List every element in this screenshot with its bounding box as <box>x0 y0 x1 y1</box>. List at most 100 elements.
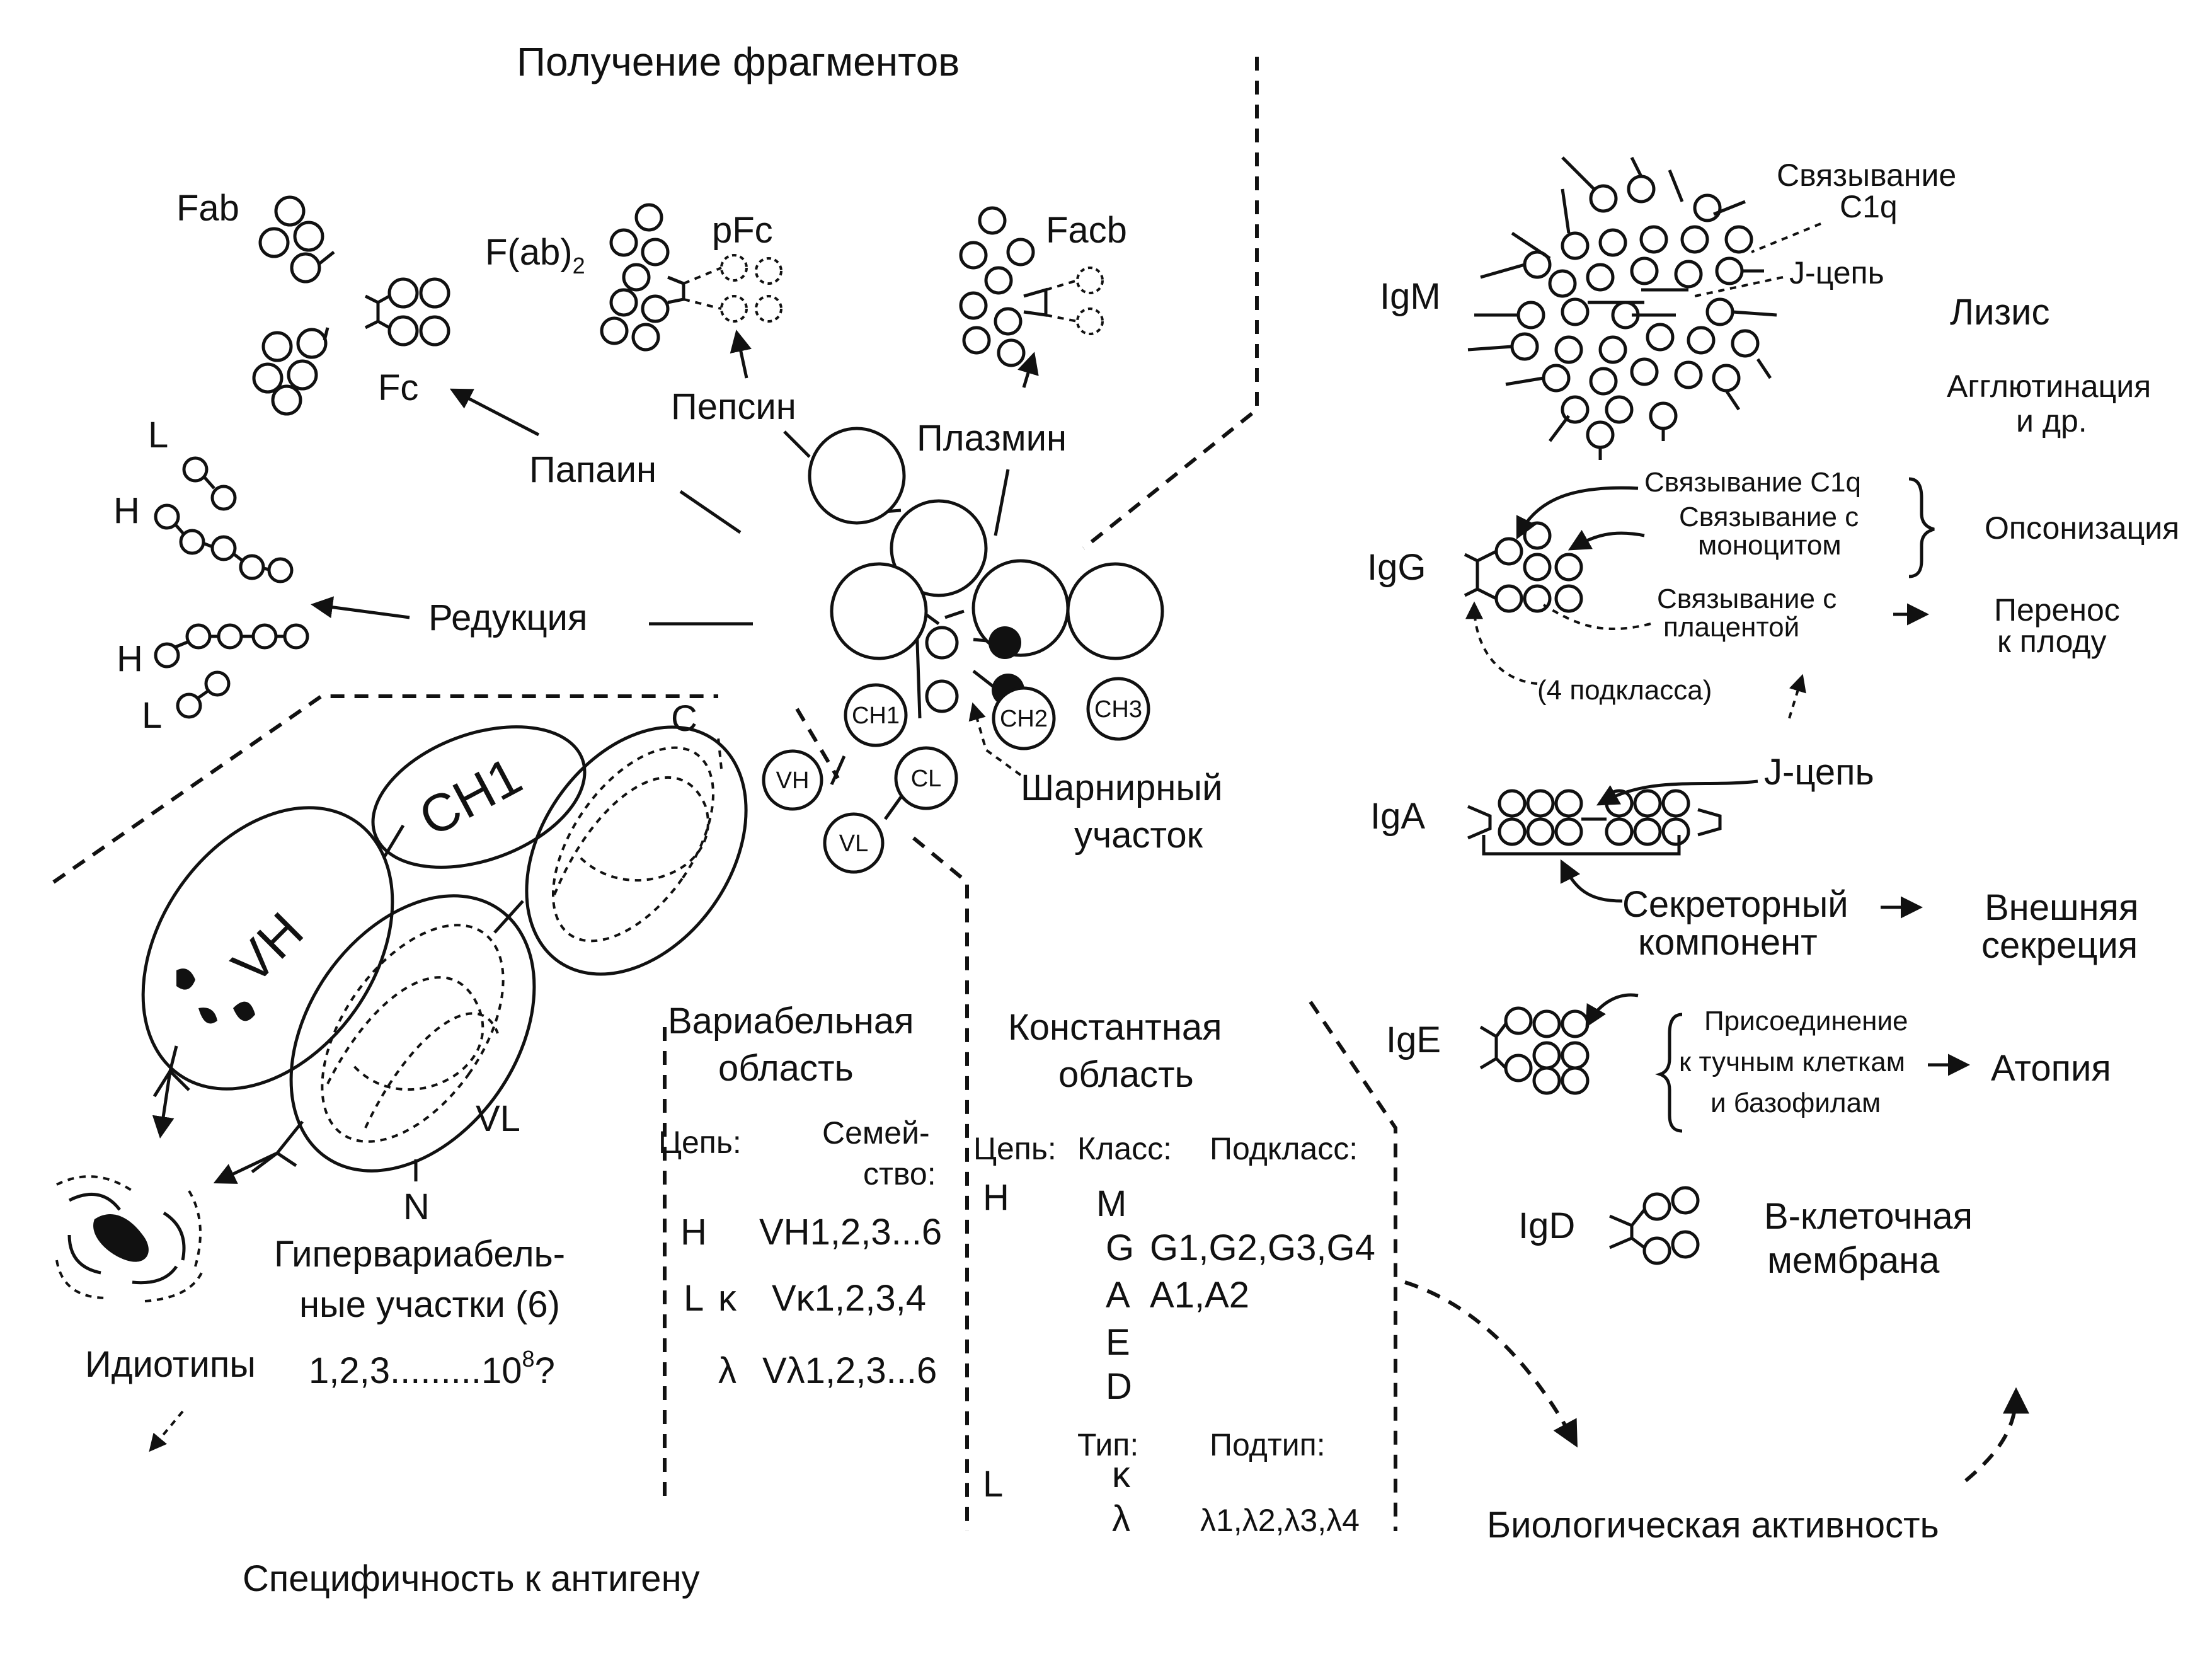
chain-l-bottom: L <box>142 695 162 736</box>
chain-h-top: H <box>113 490 140 531</box>
biological-activity-label: Биологическая активность <box>1487 1505 1939 1546</box>
igg-placenta-2: плацентой <box>1663 612 1799 643</box>
fab2-label: F(ab)2 <box>485 232 585 278</box>
const-chain-header: Цепь: <box>973 1131 1057 1166</box>
ige-attach-3: и базофилам <box>1711 1088 1881 1118</box>
closeup-ch1-label: CH1 <box>410 745 531 847</box>
const-class-a: A <box>1106 1275 1130 1316</box>
const-class-g: G <box>1106 1227 1134 1268</box>
variable-table: Вариабельная область Цепь: Семей- ство: … <box>658 1001 942 1391</box>
central-ch1 <box>844 683 908 747</box>
var-row-l-chain: L <box>684 1278 704 1319</box>
const-subclass-g: G1,G2,G3,G4 <box>1150 1227 1375 1268</box>
constant-table: Константная область Цепь: Класс: Подклас… <box>973 1007 1375 1539</box>
const-type-kappa: κ <box>1112 1454 1131 1495</box>
central-antibody: CH1 CH2 CH3 VH CL VL Шарнирный участок <box>762 427 1222 874</box>
igd-block: IgD В-клеточная мембрана <box>1518 1186 1973 1281</box>
hinge-label: Шарнирный <box>1021 767 1222 808</box>
closeup-vl-label: VL <box>476 1098 520 1139</box>
n-end-label: N <box>403 1186 430 1227</box>
const-subclass-header: Подкласс: <box>1210 1131 1358 1166</box>
ige-attach-1: Присоединение <box>1704 1006 1908 1036</box>
specificity-label: Специфичность к антигену <box>243 1558 700 1599</box>
fc-label: Fc <box>378 367 418 408</box>
igm-label: IgM <box>1380 276 1441 317</box>
igg-transfer-1: Перенос <box>1994 592 2120 628</box>
igg-placenta-1: Связывание с <box>1657 583 1837 614</box>
igd-membrane-1: В-клеточная <box>1764 1196 1973 1237</box>
chain-l-top: L <box>148 415 168 456</box>
ige-atopy: Атопия <box>1991 1048 2111 1089</box>
ige-attach-2: к тучным клеткам <box>1679 1047 1905 1077</box>
region-separators <box>52 57 1397 1531</box>
var-row-kappa-sub: κ <box>718 1278 737 1319</box>
fab-fragment: Fab <box>176 188 335 416</box>
central-vh-label: VH <box>776 767 810 794</box>
fab2-fragment: F(ab)2 pFc <box>485 203 782 352</box>
central-cl-label: CL <box>911 766 942 792</box>
plasmin-label: Плазмин <box>917 418 1067 459</box>
igg-block: IgG Связывание C1q Связывание с моноцито… <box>1367 467 2179 719</box>
central-ch1-label: CH1 <box>852 703 900 729</box>
igd-label: IgD <box>1518 1205 1575 1246</box>
central-vh <box>762 749 823 811</box>
central-ch3-label: CH3 <box>1094 696 1142 723</box>
pfc-label: pFc <box>712 210 773 251</box>
hypervariable-label-1: Гипервариабель- <box>274 1234 565 1275</box>
igg-monocyte-2: моноцитом <box>1698 530 1842 561</box>
constant-title-1: Константная <box>1008 1007 1222 1048</box>
iga-secretory-2: компонент <box>1638 922 1818 963</box>
const-type-header: Тип: <box>1077 1427 1138 1462</box>
hypervariable-label-2: ные участки (6) <box>299 1284 560 1325</box>
iga-block: IgA J-цепь Секреторный компонент Внешняя… <box>1370 752 2138 966</box>
ige-label: IgE <box>1386 1019 1441 1060</box>
iga-secretory-1: Секреторный <box>1622 884 1848 925</box>
igm-lysis: Лизис <box>1950 292 2049 333</box>
activity-arrows: Биологическая активность <box>1404 1280 2029 1546</box>
papain-label: Папаин <box>529 449 656 490</box>
const-class-e: E <box>1106 1322 1130 1363</box>
central-vl <box>823 812 885 874</box>
chain-h-bottom: H <box>117 638 143 679</box>
const-type-lambda: λ <box>1112 1498 1130 1539</box>
hinge-label-2: участок <box>1074 815 1203 856</box>
var-family-header-2: ство: <box>863 1156 936 1192</box>
ige-block: IgE Присоединение к тучным клеткам и баз… <box>1386 993 2111 1133</box>
fab-label: Fab <box>176 188 239 229</box>
const-class-d: D <box>1106 1366 1132 1407</box>
var-family-header-1: Семей- <box>822 1115 930 1151</box>
igm-agglutination-2: и др. <box>2016 403 2087 439</box>
facb-fragment: Facb <box>959 206 1127 367</box>
igm-c1q-2: C1q <box>1840 189 1898 224</box>
fc-fragment: Fc <box>364 277 450 408</box>
c-end-label: C <box>671 698 697 739</box>
var-row-lambda-family: Vλ1,2,3...6 <box>762 1350 937 1391</box>
central-ch3 <box>1086 677 1150 741</box>
igm-agglutination-1: Агглютинация <box>1947 369 2151 404</box>
const-class-m: M <box>1096 1183 1126 1224</box>
const-h-chain: H <box>983 1177 1009 1218</box>
antigen-icon <box>55 1175 203 1302</box>
variable-title-2: область <box>718 1048 854 1089</box>
igd-membrane-2: мембрана <box>1767 1240 1940 1281</box>
igm-block: IgM Связывание C1q J-цепь Лизис Агглютин… <box>1380 156 2151 460</box>
iga-label: IgA <box>1370 796 1425 837</box>
var-row-h-chain: H <box>680 1212 707 1253</box>
central-ch2 <box>992 686 1056 750</box>
var-row-kappa-family: Vκ1,2,3,4 <box>772 1278 926 1319</box>
const-l-chain: L <box>983 1464 1003 1505</box>
var-row-lambda-sub: λ <box>718 1350 736 1391</box>
iga-external-2: секреция <box>1981 925 2138 966</box>
igg-c1q: Связывание C1q <box>1644 467 1861 498</box>
igg-opsonization: Опсонизация <box>1985 510 2179 546</box>
const-subtype-lambda: λ1,λ2,λ3,λ4 <box>1200 1503 1360 1538</box>
constant-title-2: область <box>1058 1054 1194 1095</box>
igg-label: IgG <box>1367 547 1426 588</box>
igg-monocyte-1: Связывание с <box>1679 502 1859 532</box>
const-class-header: Класс: <box>1077 1131 1172 1166</box>
igg-transfer-2: к плоду <box>1997 624 2106 659</box>
idiotypes-label: Идиотипы <box>85 1344 256 1385</box>
reduction-label: Редукция <box>428 597 587 638</box>
facb-label: Facb <box>1046 210 1127 251</box>
